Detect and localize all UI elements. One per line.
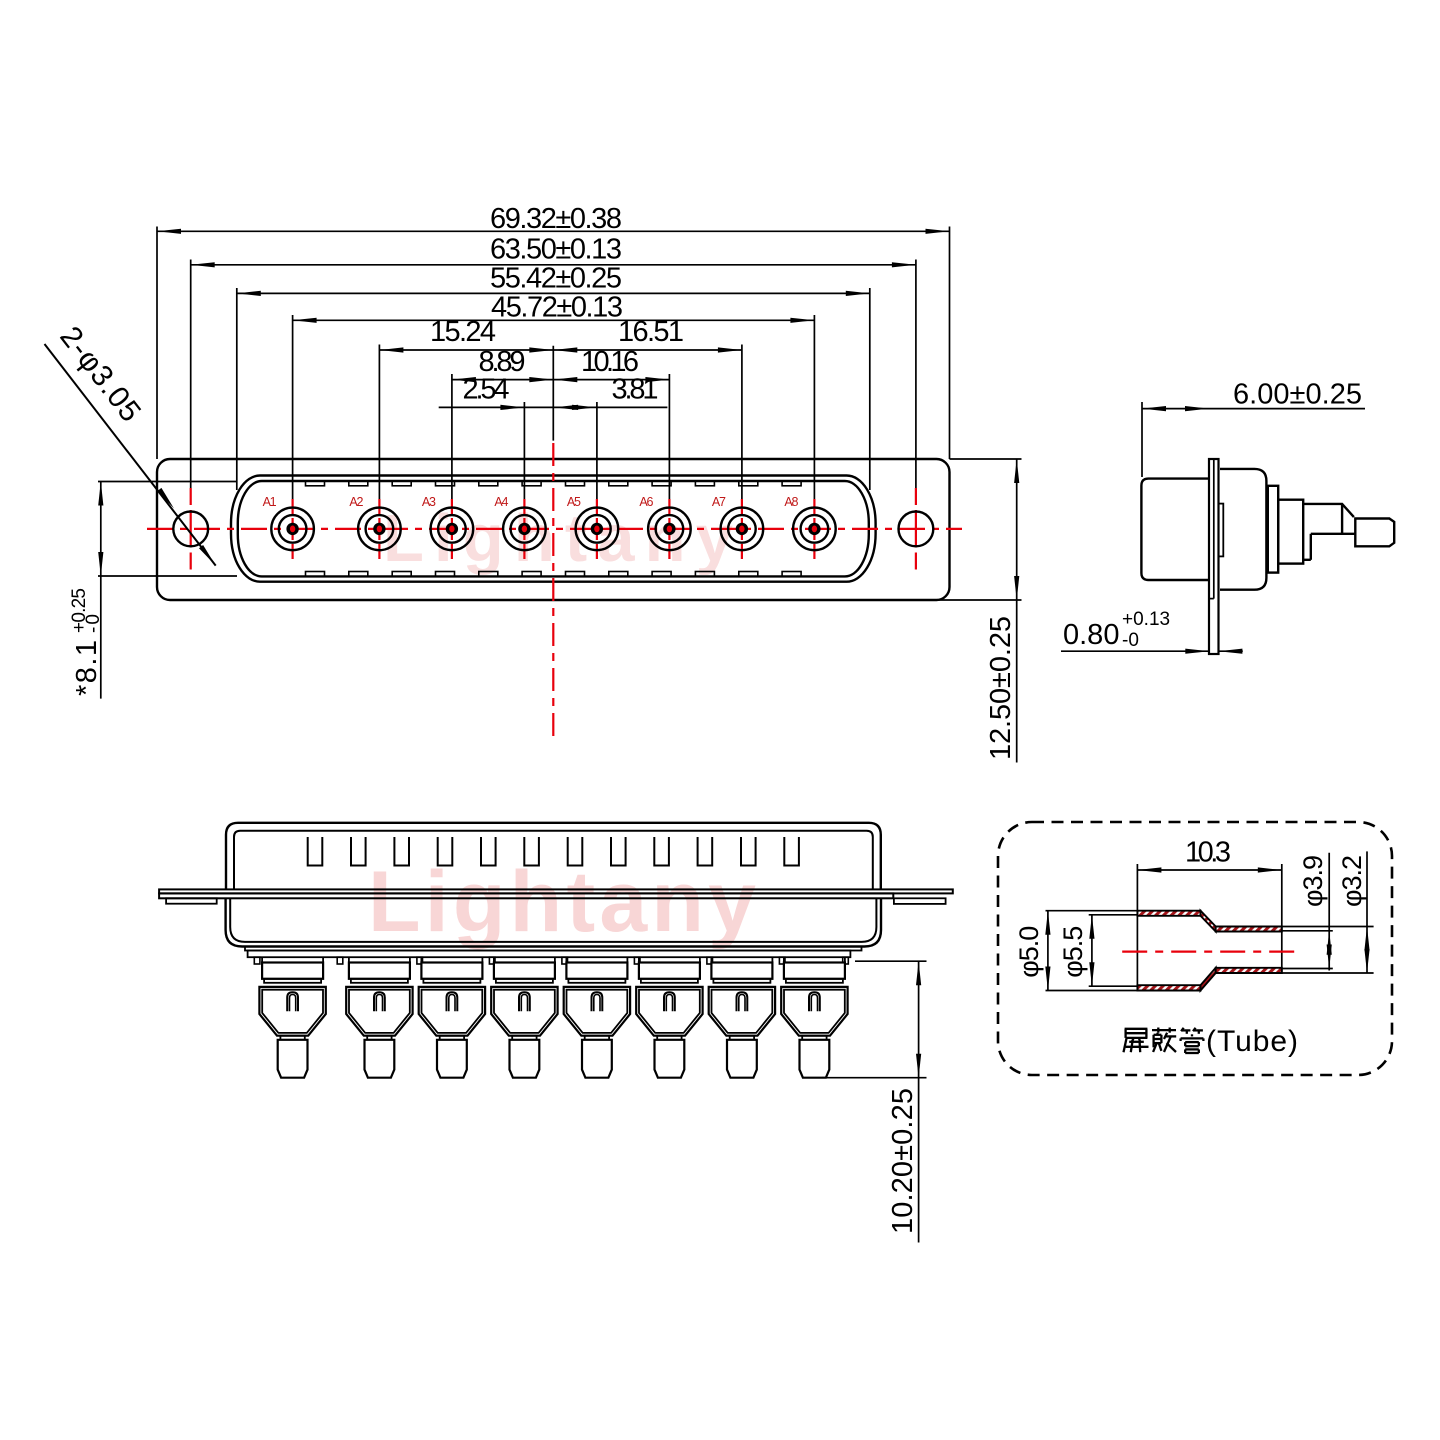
svg-text:10.3: 10.3 bbox=[1185, 837, 1231, 869]
svg-text:55.42±0.25: 55.42±0.25 bbox=[490, 263, 622, 295]
svg-text:*8.1: *8.1 bbox=[71, 640, 103, 696]
svg-text:-0: -0 bbox=[83, 614, 104, 633]
svg-text:A5: A5 bbox=[567, 495, 581, 509]
svg-text:(Tube): (Tube) bbox=[1206, 1025, 1298, 1058]
svg-text:φ3.9: φ3.9 bbox=[1298, 855, 1328, 907]
svg-text:A2: A2 bbox=[349, 495, 363, 509]
svg-text:69.32±0.38: 69.32±0.38 bbox=[490, 203, 622, 235]
svg-text:-0: -0 bbox=[1122, 630, 1139, 651]
svg-text:A4: A4 bbox=[494, 495, 508, 509]
svg-text:+0.13: +0.13 bbox=[1122, 609, 1170, 630]
svg-text:8.89: 8.89 bbox=[479, 346, 526, 378]
svg-text:A3: A3 bbox=[422, 495, 436, 509]
svg-text:10.16: 10.16 bbox=[581, 346, 639, 378]
svg-text:Lightany: Lightany bbox=[368, 854, 758, 950]
svg-text:6.00±0.25: 6.00±0.25 bbox=[1233, 379, 1362, 411]
svg-text:φ5.5: φ5.5 bbox=[1058, 926, 1088, 978]
svg-text:A8: A8 bbox=[784, 495, 798, 509]
svg-text:16.51: 16.51 bbox=[618, 316, 684, 348]
svg-text:0.80: 0.80 bbox=[1063, 619, 1119, 651]
svg-text:A1: A1 bbox=[263, 495, 277, 509]
svg-text:+0.25: +0.25 bbox=[69, 588, 90, 633]
svg-text:45.72±0.13: 45.72±0.13 bbox=[491, 292, 623, 324]
svg-text:A7: A7 bbox=[712, 495, 726, 509]
svg-text:φ3.2: φ3.2 bbox=[1337, 855, 1367, 907]
svg-text:10.20±0.25: 10.20±0.25 bbox=[887, 1088, 919, 1234]
svg-text:3.81: 3.81 bbox=[612, 374, 659, 406]
svg-text:2.54: 2.54 bbox=[463, 374, 510, 406]
svg-text:12.50±0.25: 12.50±0.25 bbox=[985, 616, 1017, 760]
svg-text:15.24: 15.24 bbox=[430, 316, 496, 348]
svg-text:φ5.0: φ5.0 bbox=[1014, 926, 1044, 978]
svg-text:A6: A6 bbox=[639, 495, 653, 509]
svg-text:63.50±0.13: 63.50±0.13 bbox=[490, 234, 622, 266]
